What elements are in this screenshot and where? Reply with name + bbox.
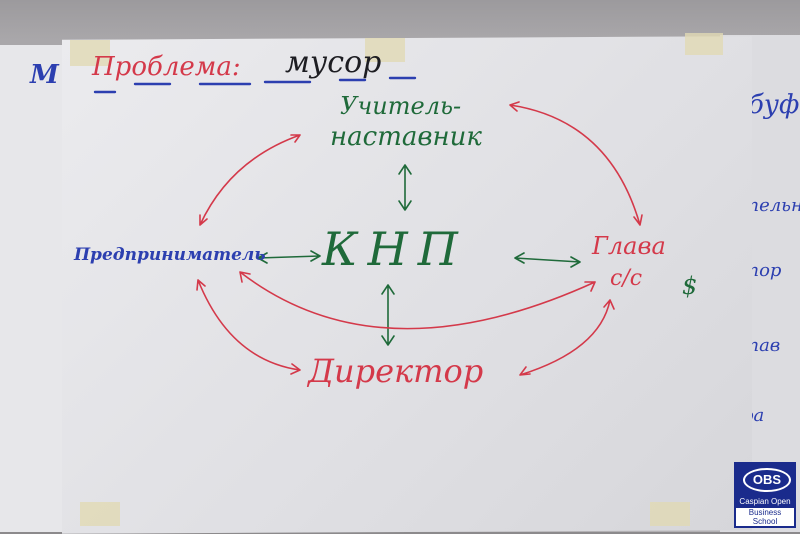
arrow-director-head: [519, 299, 615, 376]
title-underline: [93, 76, 417, 94]
tape: [80, 502, 120, 526]
arrow-teacher-center: [398, 164, 412, 211]
title-label: Проблема:: [92, 52, 241, 82]
node-teacher-line2: наставник: [330, 122, 482, 152]
tape: [685, 33, 723, 55]
arrow-teacher-entrepreneur: [199, 134, 301, 226]
arrow-teacher-head: [509, 101, 643, 226]
arrow-entrepreneur-center: [257, 250, 321, 264]
node-entrepreneur: Предприниматель: [74, 245, 266, 265]
node-head-line2: с/с: [610, 266, 643, 291]
node-center: КНП: [322, 222, 468, 276]
arrow-entrepreneur-head: [239, 271, 596, 330]
obs-logo: OBS Caspian Open Business School: [734, 462, 796, 528]
logo-mark: OBS: [743, 468, 791, 492]
left-fragment: М: [30, 60, 59, 90]
logo-line1: Caspian Open: [739, 497, 791, 506]
right-fragment: тельн: [742, 195, 800, 216]
right-fragment: буф: [748, 90, 800, 120]
arrow-entrepreneur-director: [196, 279, 301, 375]
logo-line2: Business School: [736, 508, 794, 526]
node-head-line1: Глава: [592, 232, 666, 260]
tape: [650, 502, 690, 526]
node-director: Директор: [308, 352, 484, 390]
arrow-center-director: [381, 284, 395, 346]
dollar-symbol: $: [682, 272, 698, 300]
tape: [70, 40, 110, 66]
tape: [365, 38, 405, 62]
arrow-center-head: [514, 252, 581, 268]
node-teacher-line1: Учитель-: [340, 92, 462, 120]
title-topic: мусор: [285, 45, 382, 80]
